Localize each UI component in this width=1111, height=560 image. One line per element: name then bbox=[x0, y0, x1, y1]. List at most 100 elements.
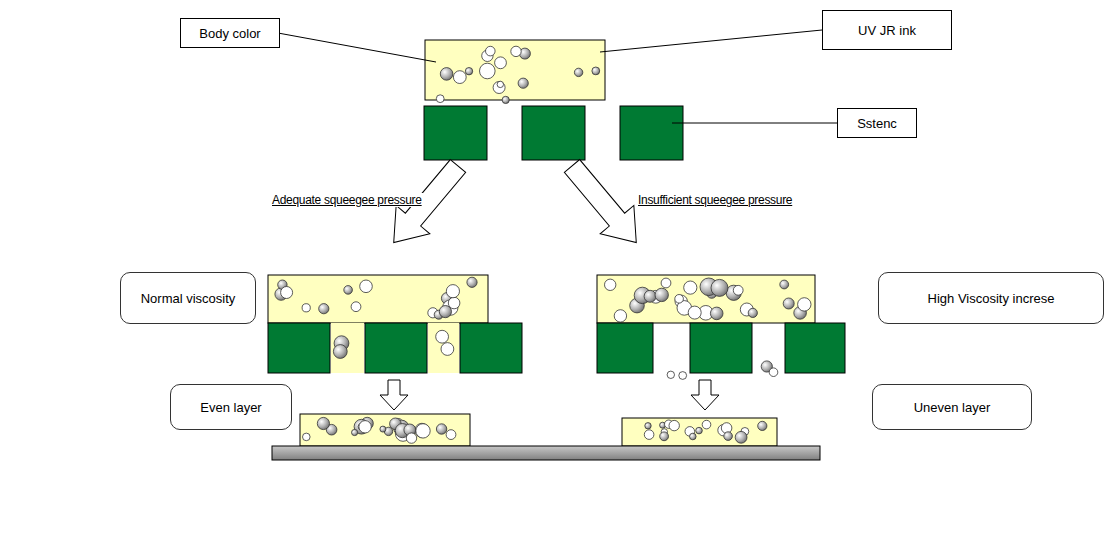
pigment-particle bbox=[710, 307, 723, 320]
pigment-particle bbox=[436, 95, 444, 103]
pigment-particle bbox=[667, 371, 674, 378]
pigment-particle bbox=[502, 96, 509, 103]
pigment-particle bbox=[733, 285, 743, 295]
stencil bbox=[620, 106, 683, 160]
pigment-particle bbox=[467, 277, 477, 287]
pigment-particle bbox=[495, 57, 507, 69]
pigment-particle bbox=[780, 280, 789, 289]
ink-block bbox=[425, 40, 605, 100]
pigment-particle bbox=[303, 433, 311, 441]
stencil bbox=[365, 323, 427, 373]
stencil bbox=[424, 106, 487, 160]
callout-box: Body color bbox=[180, 18, 280, 48]
ink-layer bbox=[300, 414, 470, 446]
box-text: Sstenc bbox=[857, 116, 897, 131]
stencil bbox=[522, 106, 585, 160]
stencil bbox=[785, 323, 845, 373]
pigment-particle bbox=[696, 427, 703, 434]
pigment-particle bbox=[798, 298, 811, 311]
stencil bbox=[597, 323, 653, 373]
pigment-particle bbox=[518, 78, 528, 88]
pigment-particle bbox=[758, 421, 767, 430]
pigment-particle bbox=[661, 278, 671, 288]
pigment-particle bbox=[352, 429, 358, 435]
ink-gap bbox=[331, 323, 364, 373]
pigment-particle bbox=[688, 306, 701, 319]
state-box: Normal viscosity bbox=[120, 272, 256, 324]
stencil bbox=[268, 323, 330, 373]
pigment-particle bbox=[511, 46, 521, 56]
pigment-particle bbox=[655, 288, 668, 301]
pigment-particle bbox=[465, 68, 472, 75]
state-box: Uneven layer bbox=[872, 384, 1032, 430]
pigment-particle bbox=[669, 420, 679, 430]
arrow-label: Insufficient squeegee pressure bbox=[636, 193, 794, 207]
box-text: Even layer bbox=[200, 400, 261, 415]
state-box: High Viscosity increse bbox=[878, 272, 1104, 324]
pigment-particle bbox=[317, 417, 329, 429]
pigment-particle bbox=[440, 68, 453, 81]
pigment-particle bbox=[574, 68, 582, 76]
pigment-particle bbox=[783, 298, 794, 309]
pigment-particle bbox=[486, 46, 496, 56]
down-arrow bbox=[380, 380, 408, 410]
pigment-particle bbox=[436, 424, 446, 434]
pigment-particle bbox=[281, 287, 293, 299]
box-text: Body color bbox=[199, 26, 260, 41]
pigment-particle bbox=[453, 71, 466, 84]
down-arrow bbox=[691, 380, 719, 410]
pigment-particle bbox=[660, 432, 669, 441]
pigment-particle bbox=[702, 420, 711, 429]
pigment-particle bbox=[446, 430, 456, 440]
pigment-particle bbox=[441, 343, 454, 356]
pigment-particle bbox=[614, 310, 626, 322]
pigment-particle bbox=[344, 286, 353, 295]
pigment-particle bbox=[351, 302, 361, 312]
pigment-particle bbox=[769, 368, 778, 377]
callout-box: UV JR ink bbox=[822, 10, 952, 50]
pigment-particle bbox=[735, 431, 747, 443]
leader-line bbox=[600, 30, 822, 52]
pigment-particle bbox=[439, 306, 451, 318]
pigment-particle bbox=[748, 308, 757, 317]
substrate bbox=[272, 446, 820, 460]
pigment-particle bbox=[406, 433, 416, 443]
pigment-particle bbox=[690, 433, 697, 440]
pigment-particle bbox=[493, 82, 505, 94]
box-text: Uneven layer bbox=[914, 400, 991, 415]
pigment-particle bbox=[724, 432, 733, 441]
ink-gap bbox=[428, 323, 459, 373]
pigment-particle bbox=[302, 304, 310, 312]
pigment-particle bbox=[436, 330, 449, 343]
pigment-particle bbox=[644, 430, 654, 440]
pigment-particle bbox=[416, 424, 430, 438]
callout-box: Sstenc bbox=[837, 108, 917, 138]
pigment-particle bbox=[592, 67, 600, 75]
pigment-particle bbox=[319, 304, 329, 314]
pigment-particle bbox=[360, 280, 373, 293]
arrow-label: Adequate squeegee pressure bbox=[270, 193, 424, 207]
box-text: High Viscosity increse bbox=[928, 291, 1055, 306]
pigment-particle bbox=[446, 285, 459, 298]
stencil bbox=[690, 323, 752, 373]
pigment-particle bbox=[711, 279, 728, 296]
pigment-particle bbox=[359, 421, 371, 433]
ink-block bbox=[268, 275, 488, 323]
leader-line bbox=[672, 123, 837, 124]
pigment-particle bbox=[645, 423, 651, 429]
pigment-particle bbox=[675, 295, 684, 304]
box-text: UV JR ink bbox=[858, 23, 916, 38]
pigment-particle bbox=[679, 372, 687, 380]
pigment-particle bbox=[480, 63, 496, 79]
pigment-particle bbox=[380, 426, 386, 432]
pigment-particle bbox=[497, 81, 503, 87]
leader-line bbox=[278, 33, 436, 62]
pigment-particle bbox=[333, 345, 347, 359]
stencil bbox=[460, 323, 522, 373]
pigment-particle bbox=[684, 281, 697, 294]
ink-block bbox=[597, 275, 815, 323]
state-box: Even layer bbox=[170, 384, 292, 430]
pigment-particle bbox=[644, 290, 656, 302]
box-text: Normal viscosity bbox=[141, 291, 236, 306]
ink-layer bbox=[622, 418, 777, 446]
